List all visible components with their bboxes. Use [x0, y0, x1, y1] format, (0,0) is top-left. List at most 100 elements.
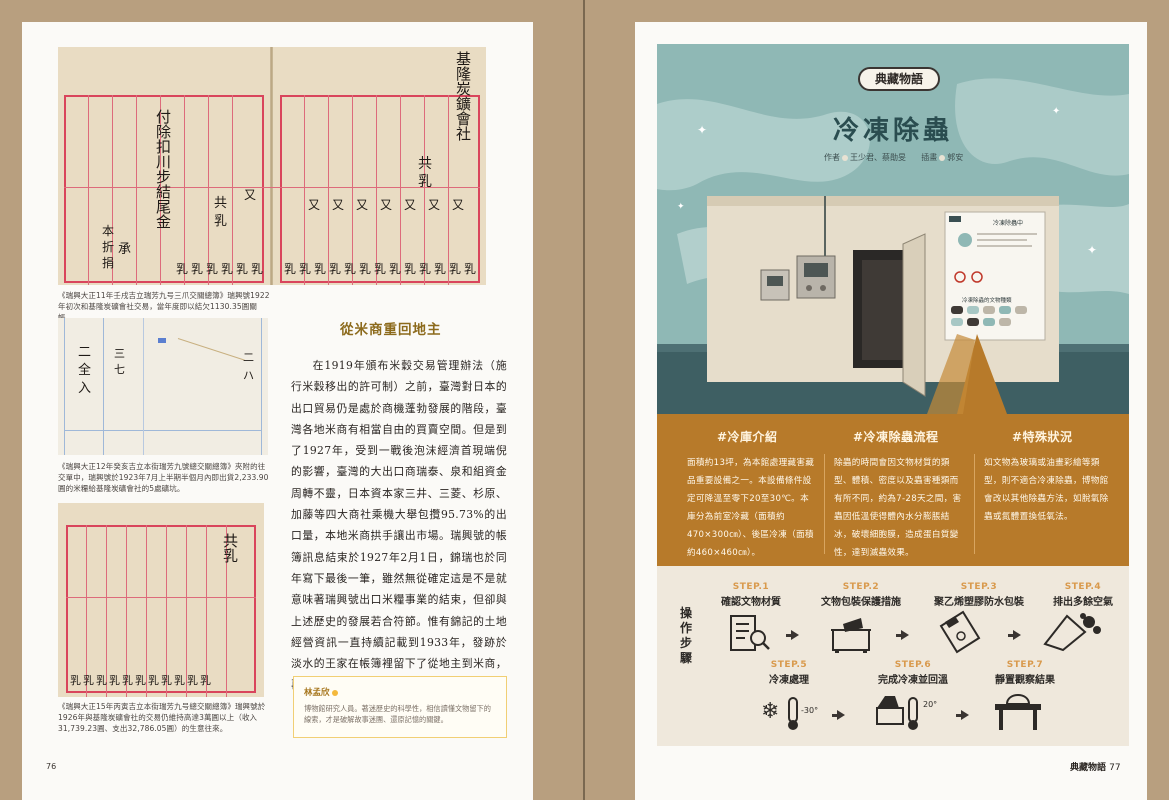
ledger-char: 又	[452, 198, 465, 212]
article-body-text: 在1919年頒布米穀交易管理辦法（施行米穀移出的許可制）之前，臺灣對日本的出口貿…	[291, 359, 507, 691]
ledger-stamp: 共乳	[221, 533, 239, 563]
ledger-bottom-row: 乳乳乳乳乳乳乳乳乳乳乳	[70, 675, 213, 686]
info-text-special: 如文物為玻璃或油畫彩繪等類型，則不適合冷凍除蟲，博物館會改以其他除蟲方法，如脫氧…	[984, 458, 1109, 522]
info-title-process: #冷凍除蟲流程	[853, 430, 939, 444]
ledger-main-text-left: 付除扣川步結尾金	[154, 109, 172, 229]
info-title-special: #特殊狀況	[1012, 430, 1073, 444]
ledger-header-right: 基隆炭鑛會社	[454, 51, 472, 141]
svg-text:✦: ✦	[677, 202, 685, 212]
note-frame	[64, 318, 262, 455]
inspect-object-icon	[995, 694, 1041, 730]
ledger-bottom-row-left: 乳乳乳乳乳乳乳乳乳乳乳乳乳	[176, 263, 266, 275]
author-description: 博物館研究人員。著迷歷史的科學性，相信讀懂文物留下的線索，才是破解故事迷團、還原…	[304, 704, 491, 724]
arrow-right-icon	[1008, 630, 1021, 640]
step-number: STEP.3	[960, 582, 998, 592]
step-number: STEP.7	[1006, 660, 1044, 670]
ledger-char: 乳	[214, 214, 228, 229]
air-removal-icon	[1043, 613, 1101, 652]
ledger-char: 本	[102, 224, 115, 238]
step-title: 完成冷凍並回溫	[878, 675, 948, 686]
illustration-art: ✦ ✦ ✦ ✦ ✦	[657, 44, 1129, 414]
arrow-right-icon	[896, 630, 909, 640]
steps-label: 操作步驟	[679, 606, 692, 665]
step-title: 聚乙烯塑膠防水包裝	[934, 597, 1024, 608]
ledger-char: 又	[244, 188, 257, 202]
ledger-char: 又	[356, 198, 369, 212]
ledger-bottom-row: 乳乳乳乳乳乳乳乳乳乳乳乳乳	[284, 262, 480, 276]
freezer-illustration: ✦ ✦ ✦ ✦ ✦	[657, 44, 1129, 414]
illustrator: 郭安	[947, 153, 964, 162]
step-1: STEP.1 確認文物材質	[701, 582, 801, 608]
svg-text:✦: ✦	[697, 123, 707, 137]
arrow-right-icon	[786, 630, 799, 640]
step-2: STEP.2 文物包裝保護措施	[801, 582, 921, 608]
image-1-caption: 《瑞興大正11年壬戌吉立瑞芳九号三爪交關總簿》瑞興號1922年初次和基隆炭礦會社…	[58, 291, 270, 322]
step-title: 靜置觀察結果	[995, 675, 1055, 686]
info-divider	[974, 454, 975, 554]
step-title: 確認文物材質	[721, 597, 781, 608]
step-number: STEP.2	[842, 582, 880, 592]
step-3: STEP.3 聚乙烯塑膠防水包裝	[917, 582, 1041, 608]
bullet-icon	[842, 154, 848, 161]
steps-panel: 操作步驟 STEP.1 確認文物材質 STEP.2 文物包裝保護措施 STEP.…	[657, 566, 1129, 746]
book-spine	[583, 0, 585, 800]
footer-right: 典藏物語 77	[1070, 760, 1121, 773]
info-text-cold-room: 面積約13坪，為本館處理藏害藏品重要設備之一。本設備條件設定可降溫至零下20至3…	[687, 458, 815, 558]
info-text-process: 除蟲的時間會因文物材質的類型、體積、密度以及蟲害種類而有所不同，約為7-28天之…	[834, 458, 962, 558]
ledger-frame-left	[64, 95, 264, 283]
ledger-char: 又	[404, 198, 417, 212]
image-3-caption: 《瑞興大正15年丙寅吉立本街瑞芳九号總交關總簿》瑞興號於1926年與基隆炭礦會社…	[58, 702, 266, 733]
step-number: STEP.4	[1064, 582, 1102, 592]
ledger-char: 共	[214, 196, 228, 211]
poster-subtitle: 冷凍除蟲的文物種類	[962, 298, 1012, 304]
author-dot-icon	[331, 689, 338, 696]
bullet-icon	[939, 154, 946, 161]
snowflake-thermometer-icon: ❄	[761, 697, 798, 730]
step-number: STEP.5	[770, 660, 808, 670]
ledger-char: 乳	[418, 174, 432, 190]
author-label: 作者	[824, 153, 840, 162]
arrow-right-icon	[956, 710, 969, 720]
note-char: 七	[114, 363, 125, 376]
authors: 王少君、蔡勛旻	[850, 153, 906, 162]
ledger-image-2: 二 全 入 三 七 二 ハ	[58, 318, 268, 455]
article-title: 冷凍除蟲	[832, 116, 953, 146]
clipboard-magnifier-icon	[730, 615, 770, 651]
step-6: STEP.6 完成冷凍並回溫	[853, 660, 973, 686]
section-tag: 典藏物語	[858, 67, 940, 91]
step-title: 冷凍處理	[769, 675, 809, 686]
step-7: STEP.7 靜置觀察結果	[975, 660, 1075, 686]
svg-text:✦: ✦	[1052, 106, 1060, 117]
ledger-char: 又	[380, 198, 393, 212]
svg-text:❄: ❄	[761, 699, 779, 724]
temp-label-warm: 20°	[923, 700, 938, 709]
info-divider	[824, 454, 825, 554]
ledger-frame-right	[280, 95, 480, 283]
step-number: STEP.1	[732, 582, 770, 592]
svg-text:✦: ✦	[1087, 243, 1097, 257]
arrow-right-icon	[832, 710, 845, 720]
ledger-fold	[270, 47, 273, 285]
step-title: 排出多餘空氣	[1053, 597, 1113, 608]
temp-label-cold: -30°	[801, 706, 819, 715]
plastic-bag-icon	[939, 610, 981, 654]
illustrator-label: 插畫	[921, 153, 938, 162]
step-5: STEP.5 冷凍處理	[749, 660, 829, 686]
footer-section: 典藏物語	[1070, 763, 1107, 773]
note-char: 入	[78, 381, 92, 396]
ledger-frame	[66, 525, 256, 693]
step-title: 文物包裝保護措施	[821, 597, 901, 608]
info-title-cold-room: #冷庫介紹	[717, 430, 778, 444]
author-name: 林孟欣	[304, 686, 496, 698]
image-2-caption: 《瑞興大正12年癸亥吉立本街瑞芳九號總交關總簿》夾附的往交單中，瑞興號於1923…	[58, 462, 269, 493]
poster-title: 冷凍除蟲中	[993, 220, 1024, 227]
byline: 作者 王少君、蔡勛旻 插畫郭安	[824, 152, 963, 163]
info-band: #冷庫介紹 面積約13坪，為本館處理藏害藏品重要設備之一。本設備條件設定可降溫至…	[657, 414, 1129, 566]
ledger-char: 又	[332, 198, 345, 212]
page-number-right: 77	[1109, 763, 1121, 773]
ledger-image-3: 共乳 乳乳乳乳乳乳乳乳乳乳乳	[58, 503, 264, 697]
ledger-char: 承	[118, 242, 132, 257]
article-body: 在1919年頒布米穀交易管理辦法（施行米穀移出的許可制）之前，臺灣對日本的出口貿…	[291, 355, 507, 696]
section-title: 從米商重回地主	[340, 322, 442, 338]
ledger-char: 又	[308, 198, 321, 212]
